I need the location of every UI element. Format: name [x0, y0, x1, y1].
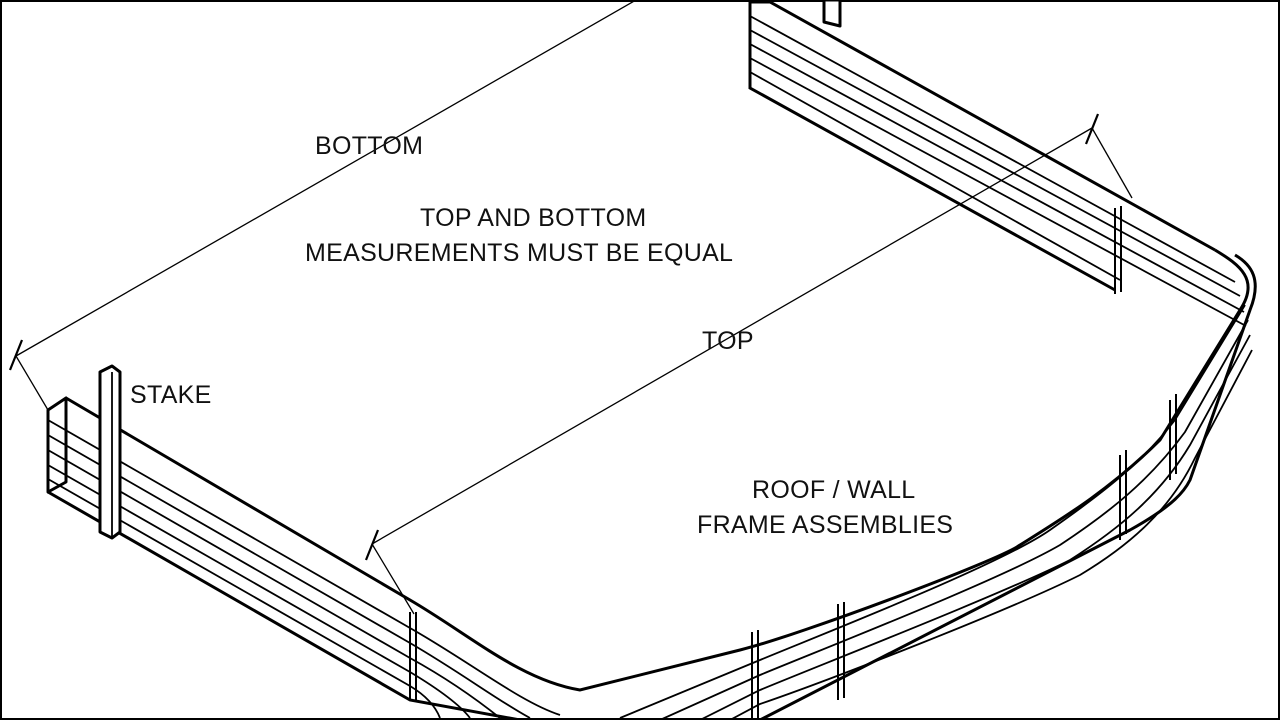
note-line-1: TOP AND BOTTOM [420, 204, 646, 232]
back-post [822, 0, 842, 28]
frame-ribs-right [619, 304, 1253, 720]
frame-left-end-cap [46, 396, 68, 494]
frames-label-line-1: ROOF / WALL [752, 476, 916, 504]
frame-joints [409, 206, 1177, 718]
stake-label: STAKE [130, 381, 212, 409]
frame-ribs-left [47, 419, 561, 719]
stake [98, 364, 122, 540]
bottom-label: BOTTOM [315, 132, 423, 160]
frame-top-edge-front [65, 248, 1250, 692]
bottom-dimension-line [8, 0, 637, 411]
frame-ribs-back [749, 15, 1247, 327]
roof-wall-frame-assemblies [46, 0, 1257, 720]
frame-top-edge-back [750, 0, 1216, 252]
frame-outer-edge-right [759, 253, 1257, 720]
frames-label-line-2: FRAME ASSEMBLIES [697, 511, 953, 539]
note-line-2: MEASUREMENTS MUST BE EQUAL [305, 239, 733, 267]
top-dimension-line [364, 113, 1133, 615]
top-label: TOP [702, 327, 754, 355]
